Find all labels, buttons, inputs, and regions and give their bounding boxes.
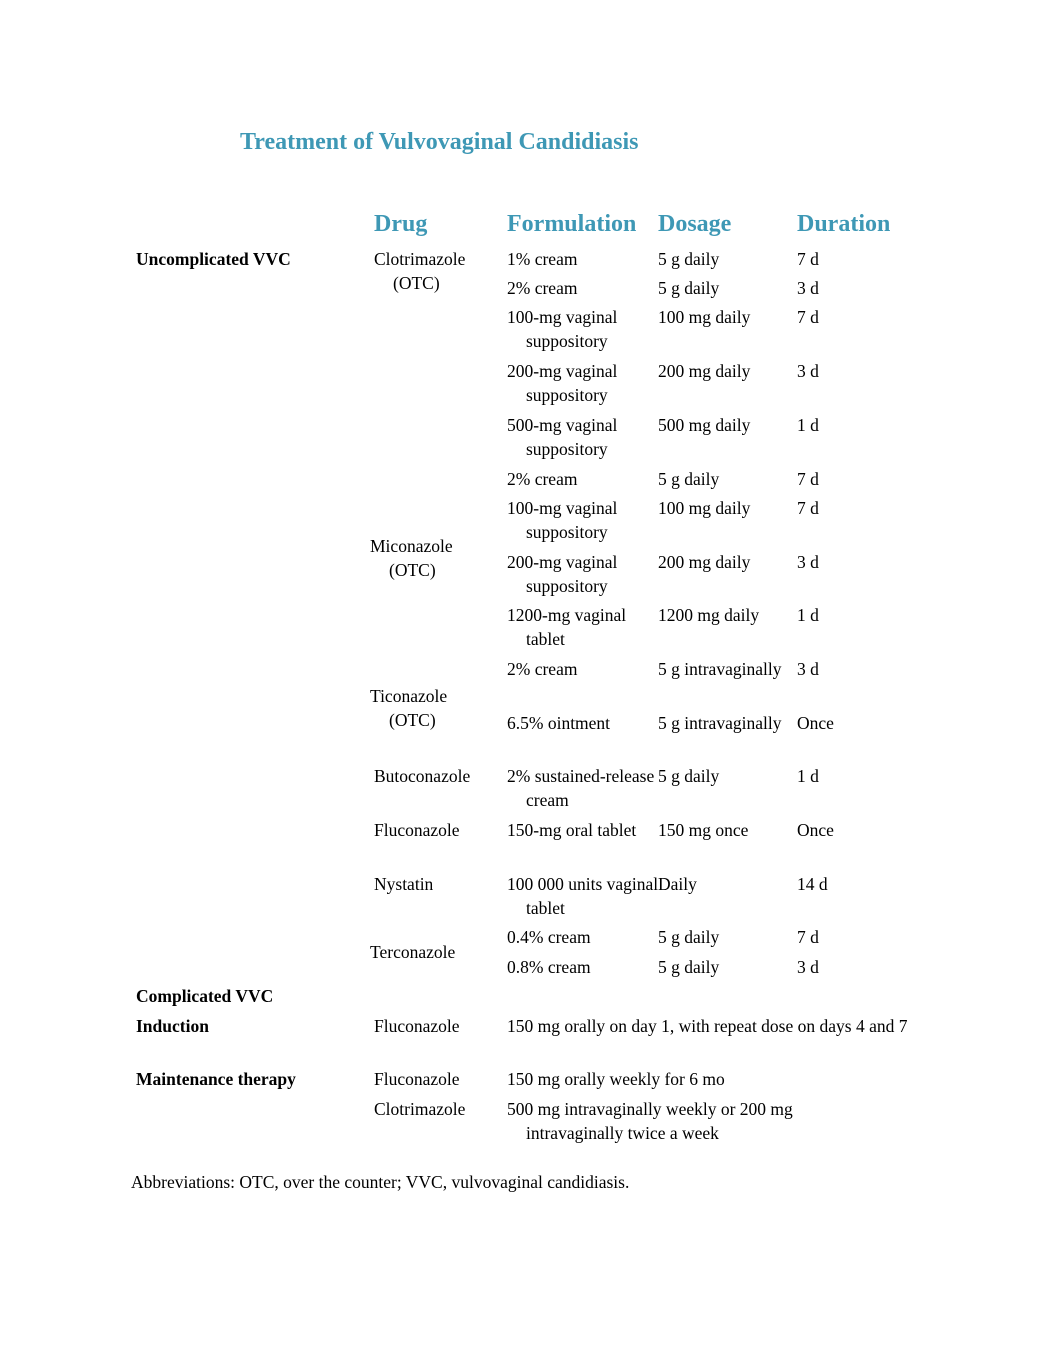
drug-name: Terconazole xyxy=(370,942,456,962)
drug-name: Ticonazole (OTC) xyxy=(370,686,448,730)
dosage-cell: 1200 mg daily xyxy=(658,605,760,625)
drug-name: Clotrimazole xyxy=(374,1099,466,1119)
formulation-cell: 150-mg oral tablet xyxy=(507,820,637,840)
dosage-cell: 5 g intravaginally xyxy=(658,659,782,679)
dosage-cell: 5 g daily xyxy=(658,278,720,298)
duration-cell: 7 d xyxy=(797,249,819,269)
dosage-cell: 5 g intravaginally xyxy=(658,713,782,733)
dosage-cell: 100 mg daily xyxy=(658,307,751,327)
drug-name: Miconazole (OTC) xyxy=(370,536,453,580)
duration-cell: 3 d xyxy=(797,278,819,298)
duration-cell: Once xyxy=(797,820,834,840)
column-header-formulation: Formulation xyxy=(507,211,637,237)
dosage-cell: Daily xyxy=(658,874,697,894)
dosage-cell: 5 g daily xyxy=(658,249,720,269)
footnote-abbreviations: Abbreviations: OTC, over the counter; VV… xyxy=(131,1172,630,1192)
section-label-complicated: Complicated VVC xyxy=(136,986,274,1006)
regimen-maintenance-clotrimazole: 500 mg intravaginally weekly or 200 mg i… xyxy=(507,1099,793,1143)
formulation-cell: 1% cream xyxy=(507,249,578,269)
page-title: Treatment of Vulvovaginal Candidiasis xyxy=(240,129,639,155)
formulation-cell: 2% cream xyxy=(507,659,578,679)
dosage-cell: 100 mg daily xyxy=(658,498,751,518)
column-header-drug: Drug xyxy=(374,211,428,237)
drug-name: Fluconazole xyxy=(374,820,460,840)
regimen-induction: 150 mg orally on day 1, with repeat dose… xyxy=(507,1016,908,1036)
section-label-induction: Induction xyxy=(136,1016,209,1036)
formulation-cell: 1200-mg vaginal tablet xyxy=(507,605,627,649)
formulation-cell: 200-mg vaginal suppository xyxy=(507,552,618,596)
duration-cell: 1 d xyxy=(797,766,819,786)
dosage-cell: 150 mg once xyxy=(658,820,749,840)
dosage-cell: 200 mg daily xyxy=(658,361,751,381)
duration-cell: 3 d xyxy=(797,552,819,572)
drug-name: Clotrimazole (OTC) xyxy=(374,249,466,293)
dosage-cell: 500 mg daily xyxy=(658,415,751,435)
formulation-cell: 2% sustained-release cream xyxy=(507,766,655,810)
formulation-cell: 2% cream xyxy=(507,469,578,489)
drug-name: Butoconazole xyxy=(374,766,471,786)
drug-name: Fluconazole xyxy=(374,1069,460,1089)
formulation-cell: 100-mg vaginal suppository xyxy=(507,498,618,542)
column-header-dosage: Dosage xyxy=(658,211,732,237)
duration-cell: 7 d xyxy=(797,469,819,489)
column-header-duration: Duration xyxy=(797,211,891,237)
duration-cell: 7 d xyxy=(797,927,819,947)
dosage-cell: 5 g daily xyxy=(658,927,720,947)
drug-name: Fluconazole xyxy=(374,1016,460,1036)
regimen-maintenance-fluconazole: 150 mg orally weekly for 6 mo xyxy=(507,1069,725,1089)
duration-cell: 3 d xyxy=(797,361,819,381)
formulation-cell: 200-mg vaginal suppository xyxy=(507,361,618,405)
duration-cell: 7 d xyxy=(797,498,819,518)
formulation-cell: 6.5% ointment xyxy=(507,713,611,733)
drug-name: Nystatin xyxy=(374,874,434,894)
formulation-cell: 2% cream xyxy=(507,278,578,298)
duration-cell: Once xyxy=(797,713,834,733)
duration-cell: 1 d xyxy=(797,415,819,435)
section-label-maintenance: Maintenance therapy xyxy=(136,1069,296,1089)
formulation-cell: 100-mg vaginal suppository xyxy=(507,307,618,351)
duration-cell: 14 d xyxy=(797,874,828,894)
formulation-cell: 100 000 units vaginal tablet xyxy=(507,874,659,918)
formulation-cell: 0.8% cream xyxy=(507,957,591,977)
duration-cell: 7 d xyxy=(797,307,819,327)
formulation-cell: 0.4% cream xyxy=(507,927,591,947)
formulation-cell: 500-mg vaginal suppository xyxy=(507,415,618,459)
duration-cell: 3 d xyxy=(797,659,819,679)
section-label-uncomplicated: Uncomplicated VVC xyxy=(136,249,291,269)
dosage-cell: 5 g daily xyxy=(658,469,720,489)
dosage-cell: 5 g daily xyxy=(658,766,720,786)
duration-cell: 1 d xyxy=(797,605,819,625)
dosage-cell: 200 mg daily xyxy=(658,552,751,572)
dosage-cell: 5 g daily xyxy=(658,957,720,977)
duration-cell: 3 d xyxy=(797,957,819,977)
